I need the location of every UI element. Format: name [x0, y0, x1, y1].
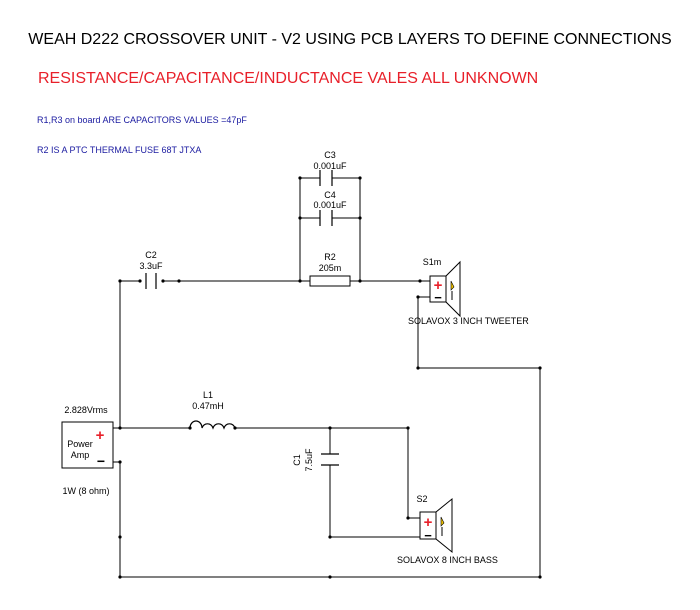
wires [119, 177, 541, 578]
s2-ref: S2 [416, 494, 427, 504]
l1-value: 0.47mH [192, 401, 224, 411]
junction-dots [118, 176, 542, 579]
s2-caption: SOLAVOX 8 INCH BASS [397, 555, 498, 565]
c3-value: 0.001uF [313, 161, 347, 171]
note-thermal-fuse: R2 IS A PTC THERMAL FUSE 68T JTXA [37, 145, 202, 155]
amp-power-rating: 1W (8 ohm) [62, 486, 109, 496]
capacitor-icon [321, 453, 339, 466]
inductor-icon [189, 420, 236, 430]
s1m-minus-sign: − [434, 290, 442, 305]
r2-ref: R2 [324, 252, 336, 262]
r2-value: 205m [319, 263, 342, 273]
c2-ref: C2 [145, 250, 157, 260]
amp-plus-sign: + [96, 427, 105, 444]
unknown-values-warning: RESISTANCE/CAPACITANCE/INDUCTANCE VALES … [38, 70, 539, 87]
s1m-plus-sign: + [434, 277, 443, 294]
speaker-s2: + − S2 SOLAVOX 8 INCH BASS [397, 494, 498, 565]
resistor-r2: R2 205m [309, 252, 351, 287]
power-amp: + − Power Amp 2.828Vrms 1W (8 ohm) [61, 405, 120, 496]
amp-name-line2: Amp [71, 450, 90, 460]
s1m-ref: S1m [423, 257, 442, 267]
resistor-icon [309, 275, 351, 287]
note-capacitors: R1,R3 on board ARE CAPACITORS VALUES =47… [37, 115, 247, 125]
capacitor-icon [319, 210, 333, 226]
capacitor-icon [145, 273, 157, 289]
amp-minus-sign: − [97, 453, 105, 469]
diagram-title: WEAH D222 CROSSOVER UNIT - V2 USING PCB … [28, 31, 672, 48]
c4-value: 0.001uF [313, 200, 347, 210]
speaker-icon [418, 260, 461, 318]
power-amp-icon [61, 421, 114, 469]
speaker-icon [419, 497, 453, 554]
s1m-caption: SOLAVOX 3 INCH TWEETER [408, 316, 529, 326]
c3-ref: C3 [324, 150, 336, 160]
s2-minus-sign: − [424, 528, 432, 543]
capacitor-c3: C3 0.001uF [313, 150, 347, 186]
speaker-s1m: + − S1m SOLAVOX 3 INCH TWEETER [408, 257, 529, 326]
capacitor-c2: C2 3.3uF [139, 250, 163, 289]
amp-name-line1: Power [67, 439, 93, 449]
c4-ref: C4 [324, 190, 336, 200]
inductor-l1: L1 0.47mH [189, 390, 236, 430]
l1-ref: L1 [203, 390, 213, 400]
capacitor-c4: C4 0.001uF [313, 190, 347, 226]
s2-plus-sign: + [424, 514, 433, 531]
capacitor-icon [319, 170, 333, 186]
capacitor-c1: C1 7.5uF [292, 448, 339, 472]
amp-voltage: 2.828Vrms [64, 405, 108, 415]
c1-ref: C1 [292, 454, 302, 466]
c1-value: 7.5uF [304, 448, 314, 472]
c2-value: 3.3uF [139, 261, 163, 271]
